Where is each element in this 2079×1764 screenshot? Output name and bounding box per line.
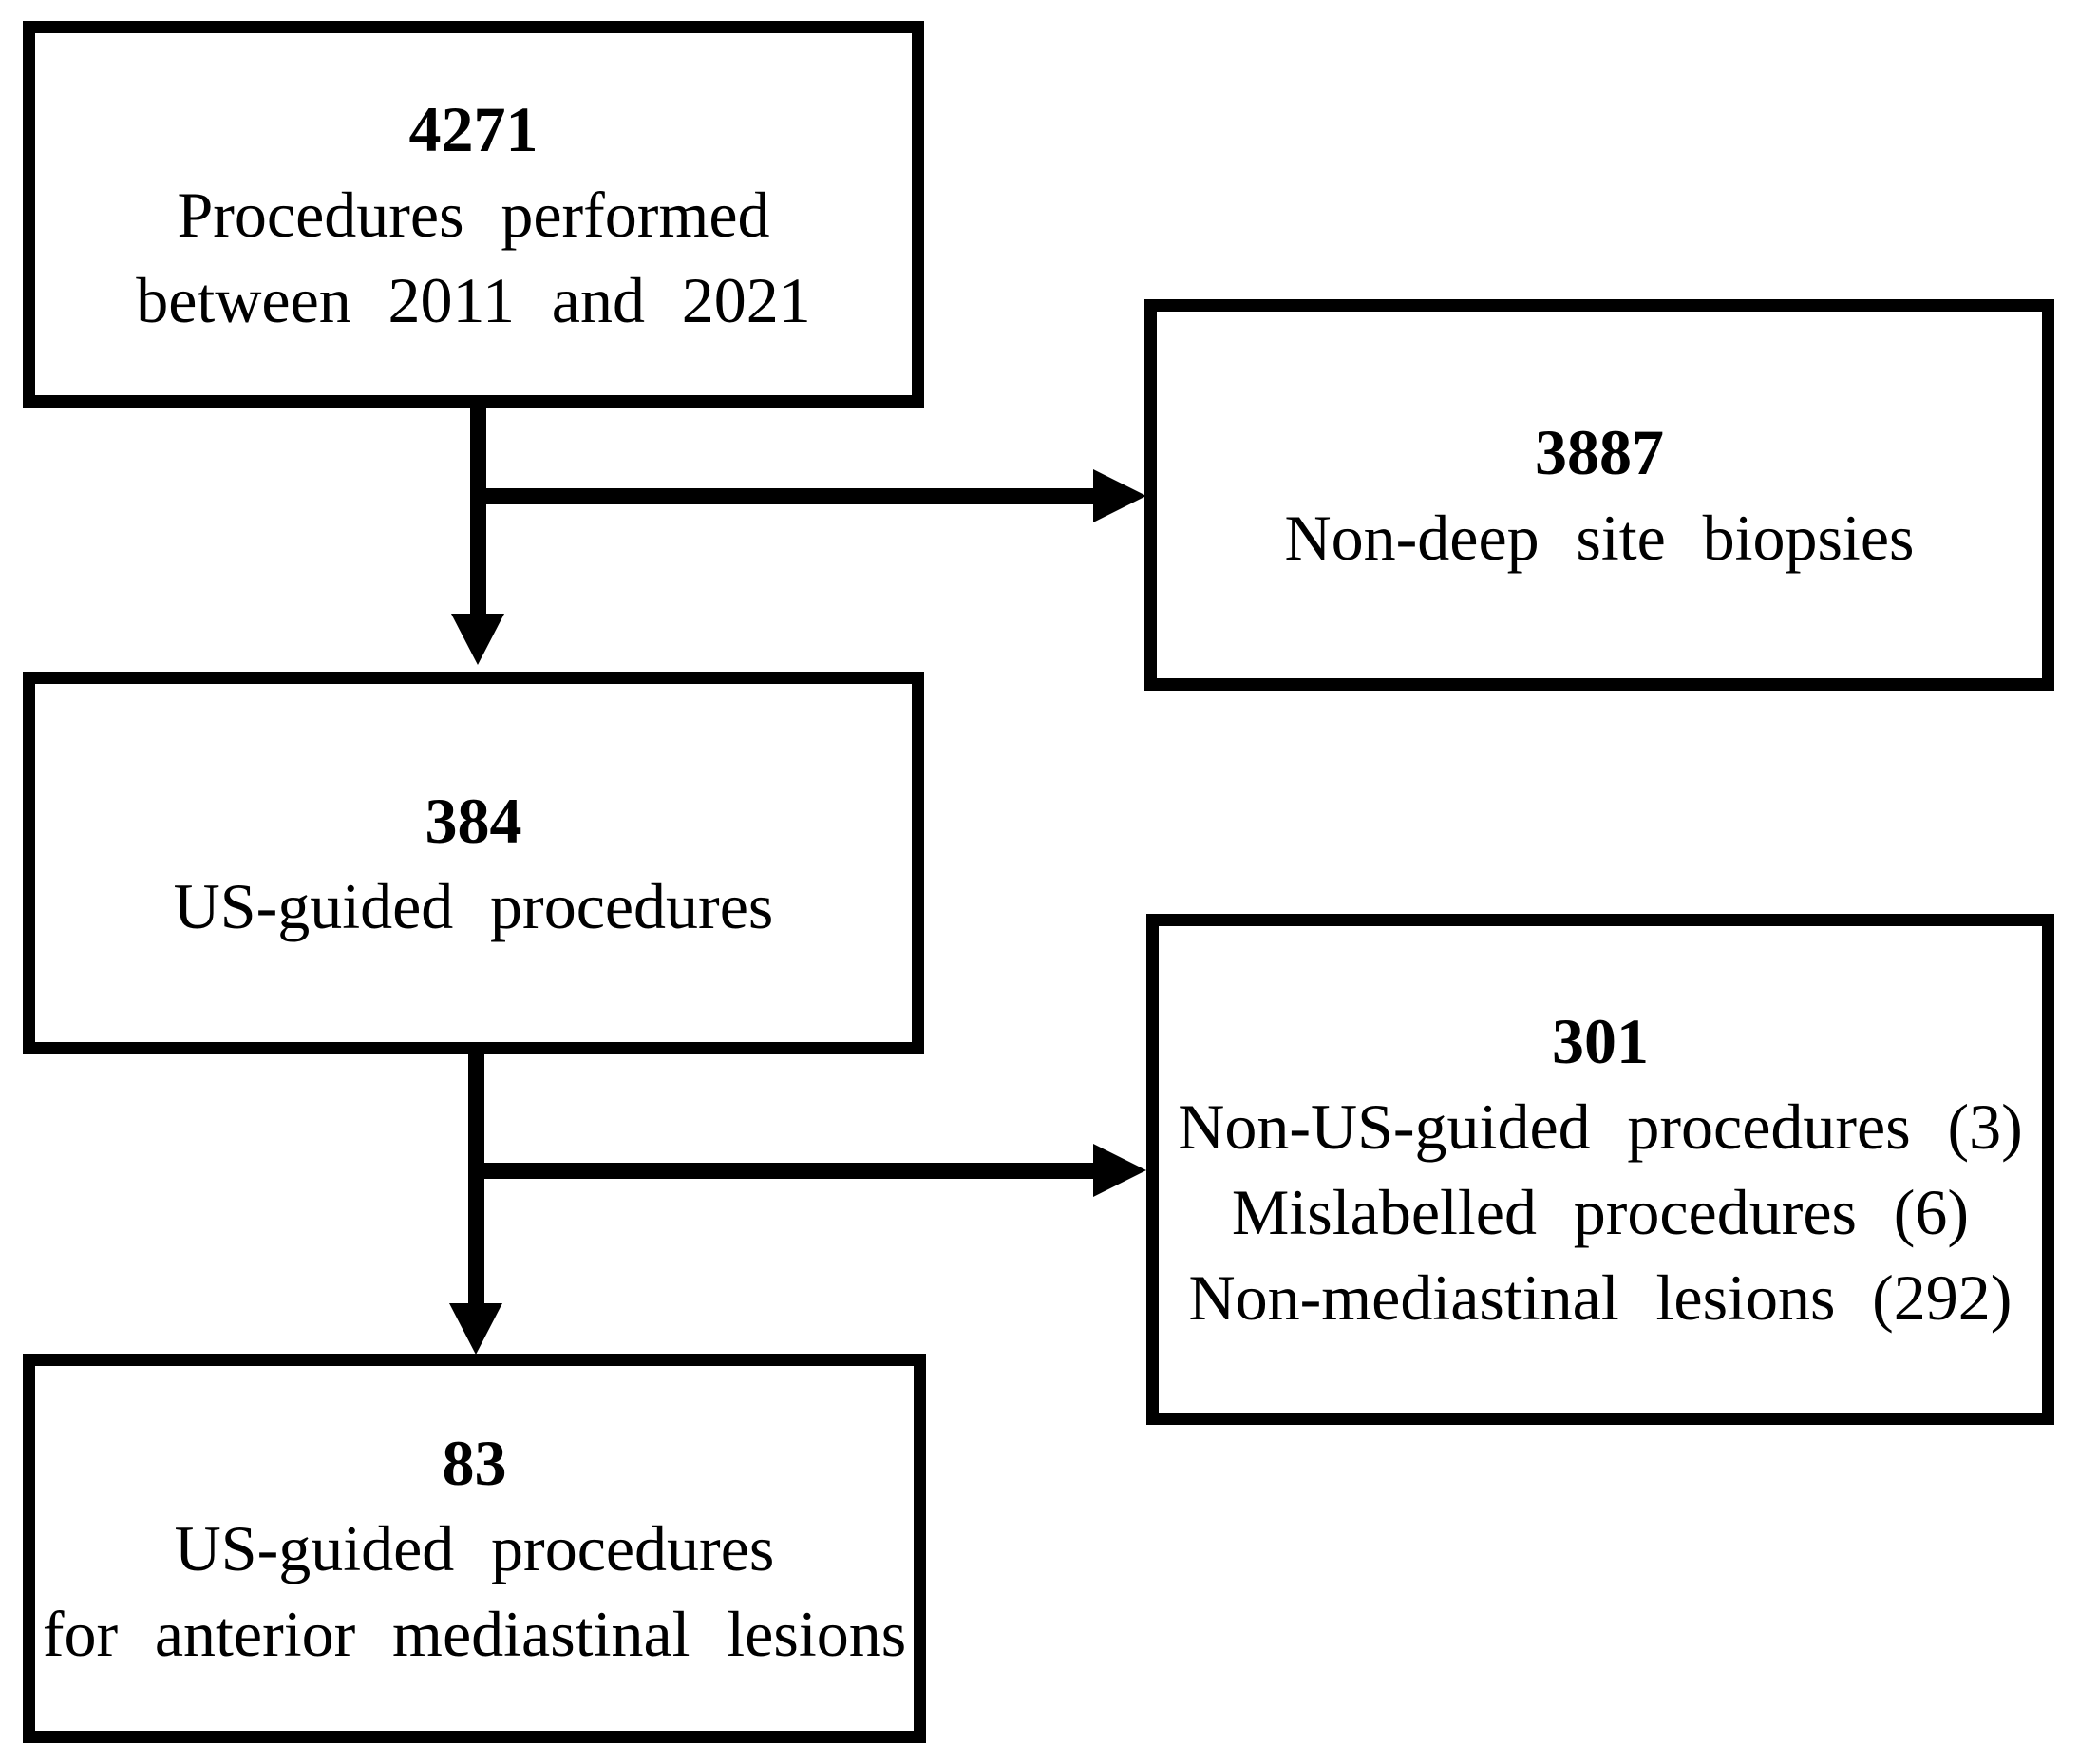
- box-us-guided-procedures-line: US-guided procedures: [173, 869, 774, 942]
- arrow-total-to-us-guided-shaft: [470, 408, 486, 616]
- arrow-to-non-deep-biopsies-shaft: [478, 488, 1095, 504]
- box-anterior-mediastinal-final-count: 83: [442, 1427, 507, 1499]
- box-anterior-mediastinal-final-line: US-guided procedures: [174, 1512, 775, 1584]
- box-exclusions-count: 301: [1552, 1005, 1649, 1077]
- arrow-right-icon: [1093, 1144, 1146, 1197]
- arrow-to-exclusions-shaft: [476, 1163, 1095, 1179]
- box-us-guided-procedures-count: 384: [425, 784, 522, 857]
- arrow-down-icon: [451, 614, 504, 665]
- box-procedures-total-count: 4271: [408, 92, 539, 165]
- box-exclusions-line: Mislabelled procedures (6): [1231, 1176, 1970, 1248]
- box-us-guided-procedures: 384 US-guided procedures: [23, 672, 924, 1054]
- box-exclusions: 301 Non-US-guided procedures (3) Mislabe…: [1146, 914, 2054, 1425]
- box-exclusions-line: Non-mediastinal lesions (292): [1188, 1261, 2013, 1334]
- box-exclusions-line: Non-US-guided procedures (3): [1178, 1091, 2023, 1163]
- box-anterior-mediastinal-final-line: for anterior mediastinal lesions: [42, 1598, 907, 1670]
- box-non-deep-biopsies-count: 3887: [1535, 416, 1664, 488]
- box-non-deep-biopsies-line: Non-deep site biopsies: [1284, 502, 1915, 574]
- arrow-right-icon: [1093, 469, 1146, 522]
- box-non-deep-biopsies: 3887 Non-deep site biopsies: [1144, 299, 2054, 691]
- arrow-down-icon: [449, 1303, 502, 1355]
- box-anterior-mediastinal-final: 83 US-guided procedures for anterior med…: [23, 1354, 926, 1743]
- box-procedures-total-line: Procedures performed: [177, 178, 770, 251]
- box-procedures-total: 4271 Procedures performed between 2011 a…: [23, 21, 924, 408]
- arrow-us-guided-to-final-shaft: [468, 1054, 484, 1305]
- box-procedures-total-line: between 2011 and 2021: [136, 263, 811, 336]
